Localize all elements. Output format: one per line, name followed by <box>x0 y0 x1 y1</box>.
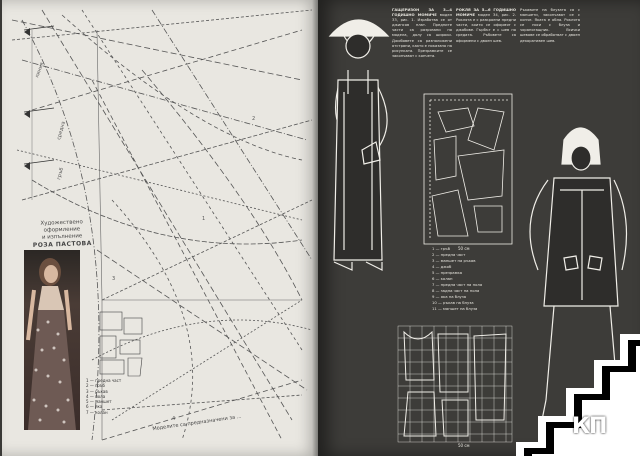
pattern-legend: 1 — предна част 2 — гръб 3 — ръкав 4 — п… <box>86 378 156 415</box>
scale-label-top: 50 см <box>458 246 470 251</box>
legend-row: 3 — ръкав <box>86 388 108 394</box>
svg-text:средна: средна <box>56 121 67 141</box>
text-column-2: РОКЛЯ ЗА 5—6 ГОДИШНО МОМИЧЕ модел 34, ри… <box>456 8 516 44</box>
model-photo <box>24 250 80 430</box>
svg-text:3: 3 <box>112 276 115 282</box>
legend-row: 6 — яка <box>86 404 103 410</box>
legend-row: 10 — ръкав на блуза <box>432 300 474 305</box>
legend-row: 1 — гръб <box>432 246 451 251</box>
pattern-drawing: линия средна гръб 1 3 4 2 <box>11 9 313 441</box>
legend-row: 7 — предна част на пола <box>432 282 483 287</box>
dress-pattern-pieces <box>403 330 507 437</box>
legend-row: 6 — колан <box>432 276 453 281</box>
column-1-heading: ГАЩЕРИЗОН ЗА 3—4 ГОДИШНО МОМИЧЕ <box>392 8 452 18</box>
right-pattern-legend: 1 — гръб 2 — предна част 3 — маншет на р… <box>432 246 512 312</box>
svg-text:2: 2 <box>252 116 255 122</box>
legend-row: 2 — предна част <box>432 252 466 257</box>
text-column-1: ГАЩЕРИЗОН ЗА 3—4 ГОДИШНО МОМИЧЕ модел 33… <box>392 8 452 59</box>
legend-row: 7 — колан <box>86 409 108 415</box>
legend-row: 9 — яка на блуза <box>432 294 467 299</box>
legend-row: 3 — маншет на ръкав <box>432 258 476 263</box>
pattern-sheet-page: линия средна гръб 1 3 4 2 Художествено о… <box>2 0 318 456</box>
small-pattern-pieces <box>99 311 143 377</box>
staircase-logo-icon <box>516 334 640 456</box>
legend-row: 11 — маншет на блуза <box>432 306 478 311</box>
legend-row: 4 — пола <box>86 393 106 399</box>
dress-pattern-grid <box>397 325 513 443</box>
legend-row: 4 — джоб <box>432 264 452 269</box>
svg-text:1: 1 <box>202 216 205 222</box>
svg-text:4: 4 <box>172 416 175 422</box>
legend-row: 5 — маншет <box>86 399 112 405</box>
legend-row: 5 — презрамка <box>432 270 463 275</box>
column-3-body: Ръкавите на блузата са с маншети, закопч… <box>520 8 580 43</box>
woman-in-long-dress-image <box>26 258 76 430</box>
legend-row: 8 — задна част на пола <box>432 288 480 293</box>
svg-text:гръб: гръб <box>56 167 65 181</box>
text-column-3: Ръкавите на блузата са с маншети, закопч… <box>520 8 580 44</box>
legend-row: 2 — гръб <box>86 383 106 389</box>
scale-label-bottom: 50 см <box>458 443 470 448</box>
girl-in-dress-illustration <box>529 127 628 431</box>
illustrations-drawing <box>328 19 628 443</box>
logo-text: КП <box>572 414 607 439</box>
column-1-body: модел 33, рис. 1. Изработва се от джинсо… <box>392 13 452 58</box>
design-credit: Художествено оформление и изпълнение РОЗ… <box>26 219 99 249</box>
illustration-page: ГАЩЕРИЗОН ЗА 3—4 ГОДИШНО МОМИЧЕ модел 33… <box>318 0 640 456</box>
girl-in-overalls-illustration <box>328 19 390 271</box>
svg-text:линия: линия <box>34 62 45 79</box>
column-2-body: модел 34, рис. 2. Роклята е с разкроени … <box>456 13 516 43</box>
column-2-heading: РОКЛЯ ЗА 5—6 ГОДИШНО МОМИЧЕ <box>456 8 516 18</box>
legend-row: 1 — предна част <box>86 378 122 383</box>
overalls-pattern-pieces <box>423 93 513 245</box>
